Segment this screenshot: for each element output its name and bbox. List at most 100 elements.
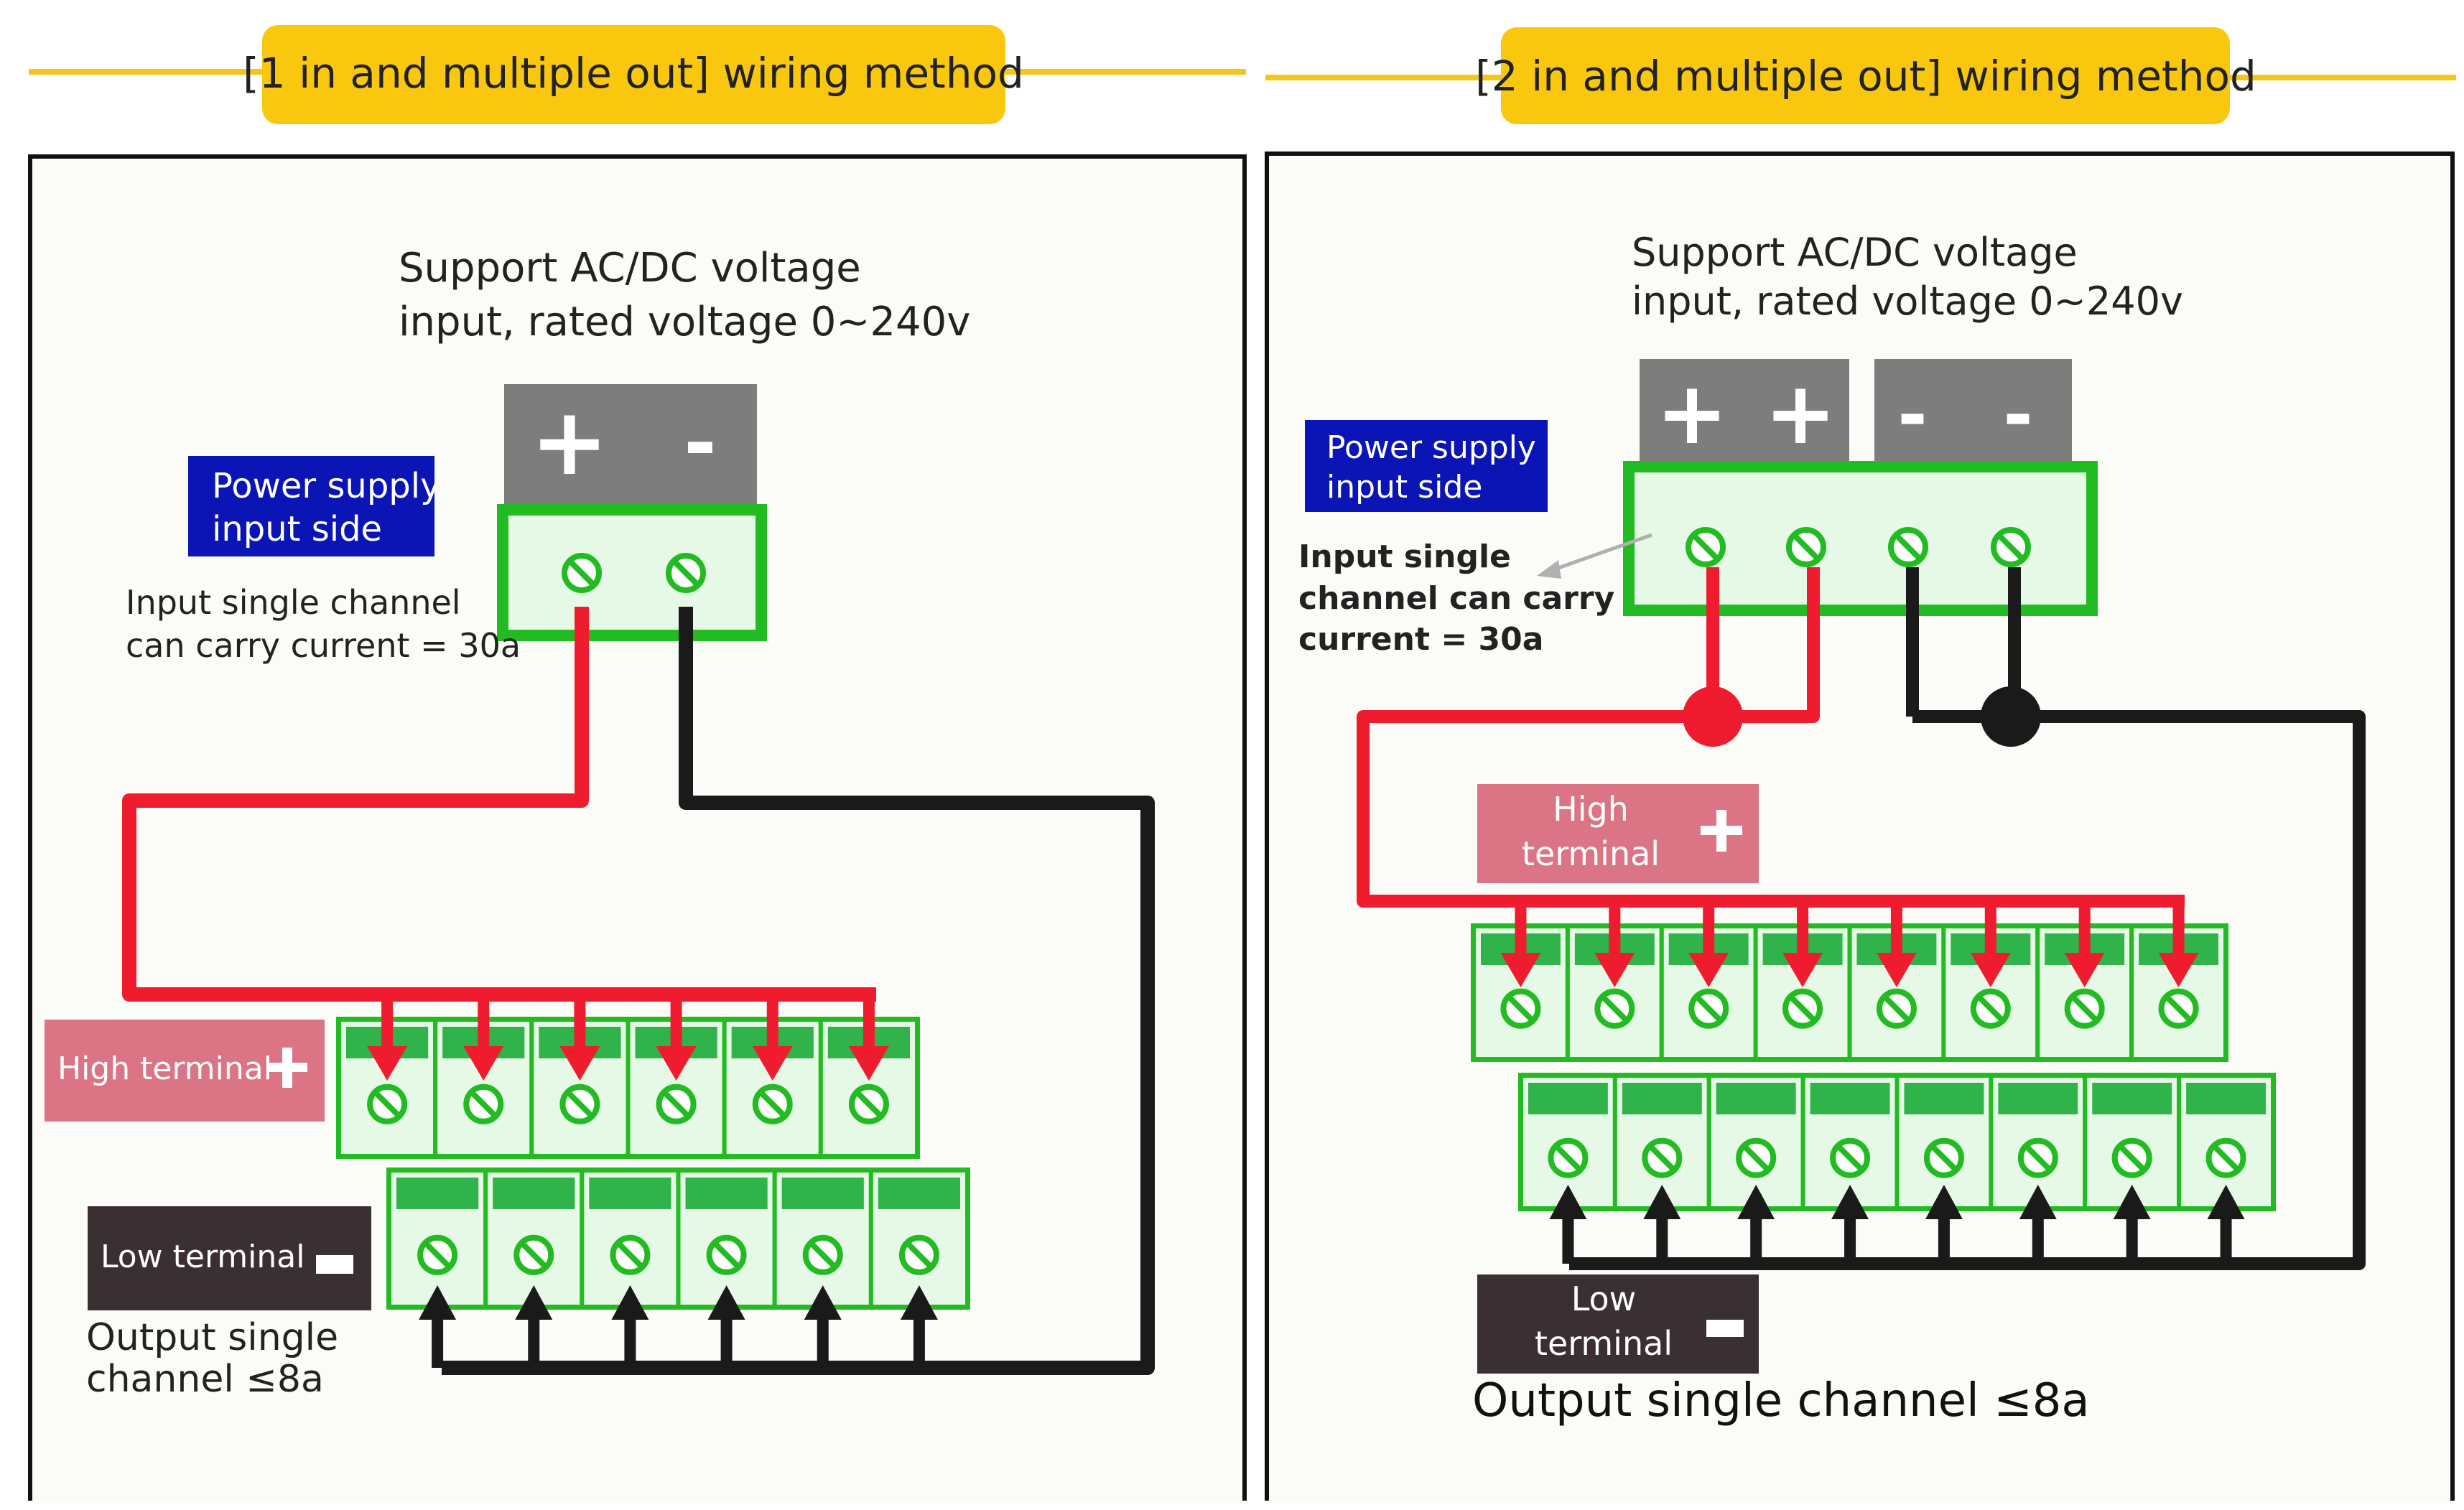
right-high-terminal-cells <box>1472 924 2228 1061</box>
right-low-strip-1 <box>1528 1083 1608 1114</box>
left-input-screw-positive <box>564 556 599 590</box>
left-low-terminal-cells <box>387 1168 970 1309</box>
right-voltage-note-line1: Support AC/DC voltage <box>1632 230 2078 275</box>
right-red-main-wire <box>1357 710 2185 908</box>
right-low-screw-7 <box>2115 1141 2149 1175</box>
right-low-screw-5 <box>1927 1141 1961 1175</box>
left-high-plus-v <box>282 1048 292 1088</box>
left-high-screw-1 <box>370 1087 404 1122</box>
right-low-terminal-cells <box>1519 1073 2275 1211</box>
right-black-arrow-1-head <box>1549 1185 1587 1219</box>
left-low-label: Low terminal <box>101 1239 304 1275</box>
left-output-note-line1: Output single <box>86 1316 338 1359</box>
left-high-screw-5 <box>756 1087 790 1122</box>
right-input-note-line1: Input single <box>1298 539 1511 575</box>
left-input-note-line1: Input single channel <box>126 583 461 622</box>
right-black-arrow-8-head <box>2207 1185 2245 1219</box>
right-output-note: Output single channel ≤8a <box>1472 1374 2090 1427</box>
right-low-screw-4 <box>1833 1141 1867 1175</box>
right-high-screw-1 <box>1503 992 1538 1026</box>
right-input-minus-symbol-2: - <box>2003 373 2033 457</box>
right-black-arrow-4-head <box>1831 1185 1869 1219</box>
right-high-screw-3 <box>1691 992 1726 1026</box>
right-low-strip-5 <box>1904 1083 1984 1114</box>
right-arrows <box>1500 901 2245 1264</box>
left-high-screw-2 <box>466 1087 501 1122</box>
right-low-strip-3 <box>1716 1083 1796 1114</box>
right-title-banner <box>1501 27 2230 124</box>
right-high-screw-8 <box>2162 992 2196 1026</box>
right-input-note-pointer <box>1543 533 1652 575</box>
right-low-strip-2 <box>1622 1083 1702 1114</box>
right-low-screw-8 <box>2209 1141 2244 1175</box>
right-low-strip-7 <box>2092 1083 2172 1114</box>
right-low-strip-6 <box>1998 1083 2078 1114</box>
right-black-arrow-7-head <box>2113 1185 2151 1219</box>
right-input-note-pointer-head <box>1537 560 1561 579</box>
right-red-arrow-6-head <box>1970 953 2011 987</box>
right-black-arrow-2-head <box>1643 1185 1681 1219</box>
right-red-arrow-2-head <box>1594 953 1635 987</box>
right-black-arrow-3-head <box>1737 1185 1775 1219</box>
left-output-note-line2: channel ≤8a <box>86 1358 324 1401</box>
left-power-label-line1: Power supply <box>212 466 441 506</box>
right-high-screw-4 <box>1785 992 1820 1026</box>
left-low-screw-1 <box>420 1238 455 1272</box>
left-input-screw-negative <box>669 556 703 590</box>
right-low-strip-4 <box>1810 1083 1890 1114</box>
right-red-arrow-4-head <box>1782 953 1823 987</box>
right-title: [2 in and multiple out] wiring method <box>1475 52 2256 101</box>
right-red-arrow-1-head <box>1500 953 1541 987</box>
left-red-main-wire <box>122 607 876 1002</box>
left-title-banner <box>262 25 1005 124</box>
left-high-screw-6 <box>852 1087 886 1122</box>
left-voltage-note-line2: input, rated voltage 0~240v <box>399 299 970 345</box>
left-black-arrow-5-head <box>804 1285 842 1320</box>
right-input-screw-1 <box>1688 530 1723 564</box>
right-input-gray-block-positive <box>1640 359 1849 465</box>
left-red-arrow-4-head <box>656 1046 697 1081</box>
left-arrows <box>367 994 938 1368</box>
left-wires <box>122 607 1155 1375</box>
right-high-label-line1: High <box>1553 790 1629 829</box>
left-input-gray-block <box>504 384 757 513</box>
left-power-label-box <box>188 456 434 556</box>
left-low-screw-5 <box>806 1238 840 1272</box>
right-high-plus-v <box>1716 810 1726 852</box>
right-low-screw-1 <box>1551 1141 1585 1175</box>
left-power-label-line2: input side <box>212 509 382 549</box>
right-low-strip-8 <box>2186 1083 2266 1114</box>
left-black-arrow-4-head <box>707 1285 745 1320</box>
right-low-label-line2: terminal <box>1535 1324 1673 1363</box>
right-panel: [2 in and multiple out] wiring method Su… <box>1265 27 2456 1501</box>
right-input-screw-4 <box>1994 530 2028 564</box>
left-red-arrow-2-head <box>463 1046 504 1081</box>
right-voltage-note-line2: input, rated voltage 0~240v <box>1632 279 2183 324</box>
right-input-screw-2 <box>1789 530 1823 564</box>
left-low-strip-6 <box>878 1178 960 1209</box>
right-low-label-line1: Low <box>1571 1280 1637 1318</box>
left-high-label: High terminal <box>57 1050 272 1087</box>
left-high-screw-4 <box>659 1087 694 1122</box>
left-high-terminal-cells <box>337 1017 920 1158</box>
left-low-screw-3 <box>613 1238 647 1272</box>
right-black-main-wire <box>1569 710 2366 1270</box>
left-panel: [1 in and multiple out] wiring method Su… <box>28 25 1247 1501</box>
right-input-minus-symbol-1: - <box>1897 373 1928 457</box>
right-black-arrow-5-head <box>1925 1185 1963 1219</box>
left-voltage-note-line1: Support AC/DC voltage <box>399 245 861 292</box>
right-high-screw-2 <box>1597 992 1632 1026</box>
right-input-note-line3: current = 30a <box>1298 621 1543 658</box>
left-input-connector <box>497 504 767 641</box>
left-low-screw-2 <box>516 1238 551 1272</box>
left-black-arrow-6-head <box>900 1285 938 1320</box>
left-low-screw-6 <box>902 1238 936 1272</box>
right-high-screw-7 <box>2068 992 2102 1026</box>
right-low-screw-6 <box>2021 1141 2055 1175</box>
right-power-label-line2: input side <box>1326 469 1482 505</box>
left-low-strip-1 <box>396 1178 479 1209</box>
left-input-minus-symbol: - <box>684 397 717 489</box>
left-black-arrow-1-head <box>419 1285 457 1320</box>
right-low-screw-3 <box>1739 1141 1773 1175</box>
right-input-gray-block-negative <box>1874 359 2072 465</box>
